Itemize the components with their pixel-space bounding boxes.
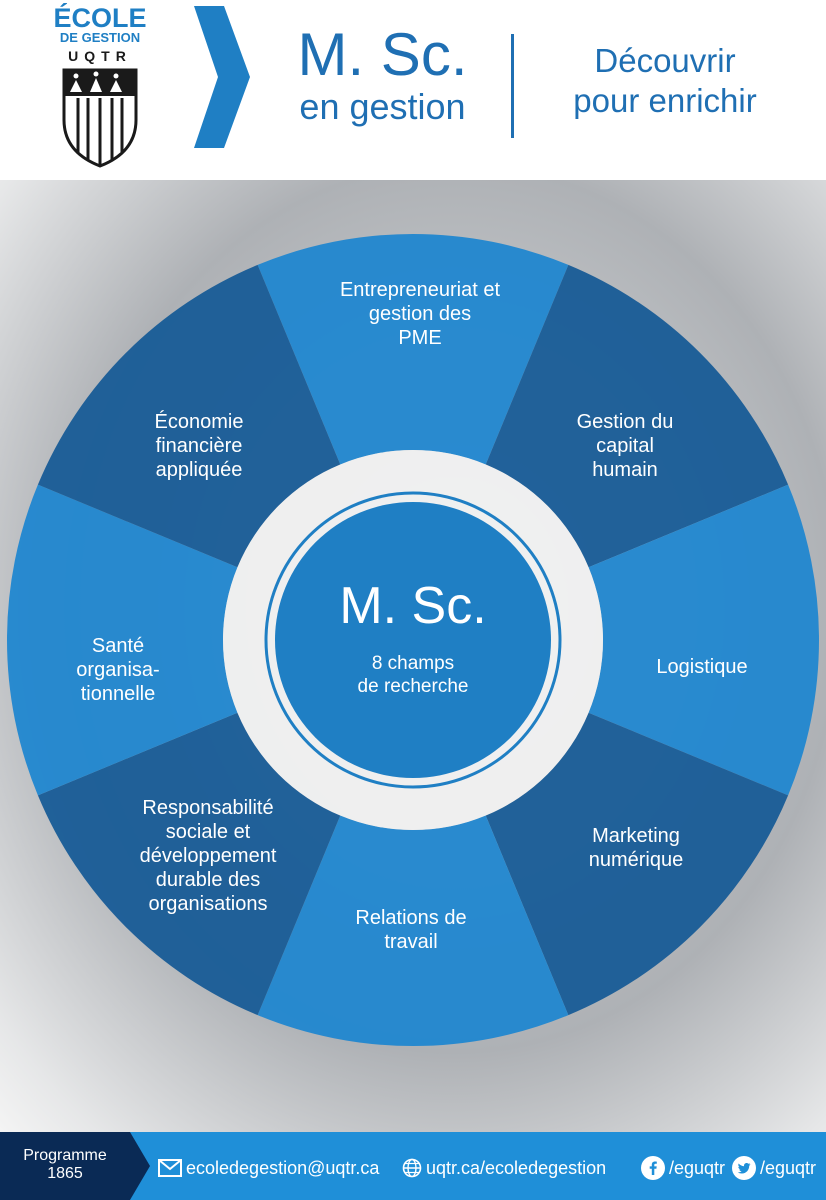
segment-label-line: développement bbox=[139, 845, 277, 867]
segment-label-line: organisations bbox=[148, 893, 268, 915]
website-text: uqtr.ca/ecoledegestion bbox=[426, 1157, 607, 1178]
wheel-segment-left bbox=[6, 484, 238, 796]
wheel-center-sub-line-2: de recherche bbox=[357, 676, 469, 697]
segment-label-right: Logistique bbox=[612, 655, 792, 679]
segment-label-line: appliquée bbox=[155, 459, 243, 481]
wheel-center-outline bbox=[264, 491, 562, 789]
segment-label-line: Entrepreneuriat et bbox=[339, 279, 501, 301]
segment-label-line: Économie bbox=[154, 411, 244, 433]
email-text: ecoledegestion@uqtr.ca bbox=[186, 1157, 380, 1178]
segment-label-line: Gestion du bbox=[576, 411, 674, 433]
logo-line-ecole: ÉCOLE bbox=[53, 3, 147, 33]
page-title: M. Sc. bbox=[297, 21, 468, 88]
segment-label-line: capital bbox=[596, 435, 654, 457]
twitter-bird-icon bbox=[732, 1156, 756, 1180]
program-badge: Programme 1865 bbox=[0, 1132, 130, 1200]
facebook-link[interactable]: /eguqtr bbox=[641, 1156, 725, 1180]
wheel-segment-top-left bbox=[37, 264, 341, 568]
segment-label-line: sociale et bbox=[165, 821, 251, 843]
wheel-segment-bottom-left bbox=[37, 712, 341, 1016]
segment-label-line: humain bbox=[592, 459, 658, 481]
website-link[interactable]: uqtr.ca/ecoledegestion bbox=[402, 1156, 606, 1180]
chevron-right-icon bbox=[194, 6, 250, 148]
facebook-handle: /eguqtr bbox=[669, 1157, 726, 1178]
wheel-segment-right bbox=[588, 484, 819, 796]
segment-label-line: financière bbox=[155, 435, 243, 457]
logo-line-de-gestion: DE GESTION bbox=[59, 30, 141, 45]
wheel-center-disc bbox=[275, 502, 551, 778]
footer-bar: Programme 1865 ecoledegestion@uqtr.ca uq… bbox=[0, 1132, 826, 1200]
envelope-icon bbox=[158, 1159, 182, 1177]
twitter-handle: /eguqtr bbox=[760, 1157, 817, 1178]
slogan-line-2: pour enrichir bbox=[573, 82, 757, 119]
segment-label-line: Santé bbox=[91, 635, 145, 657]
segment-label-line: PME bbox=[398, 327, 442, 349]
segment-label-line: gestion des bbox=[368, 303, 472, 325]
wheel-segment-bottom-right bbox=[485, 712, 789, 1016]
wheel-segment-bottom bbox=[257, 815, 569, 1046]
header-divider bbox=[511, 34, 514, 138]
twitter-link[interactable]: /eguqtr bbox=[732, 1156, 816, 1180]
segment-label-line: Relations de bbox=[355, 907, 467, 929]
wheel-center-subtitle: 8 champs de recherche bbox=[313, 652, 513, 698]
segment-label-line: Responsabilité bbox=[142, 797, 274, 819]
segment-label-line: organisa- bbox=[76, 659, 160, 681]
crest-icon bbox=[62, 68, 138, 168]
segment-label-line: Logistique bbox=[656, 656, 748, 678]
header: ÉCOLE DE GESTION UQTR M bbox=[0, 0, 826, 180]
program-label: Programme bbox=[23, 1147, 107, 1164]
globe-icon bbox=[402, 1158, 422, 1178]
slogan-line-1: Découvrir bbox=[594, 42, 736, 79]
email-link[interactable]: ecoledegestion@uqtr.ca bbox=[158, 1156, 379, 1180]
wheel-segment-top-right bbox=[485, 264, 789, 568]
page-subtitle: en gestion bbox=[299, 86, 466, 127]
wheel-graphic bbox=[6, 234, 819, 1046]
logo-line-uqtr: UQTR bbox=[68, 48, 132, 64]
segment-label-line: durable des bbox=[155, 869, 261, 891]
segment-label-line: Marketing bbox=[592, 825, 680, 847]
school-logo: ÉCOLE DE GESTION UQTR bbox=[50, 2, 150, 172]
wheel-segment-top bbox=[257, 234, 569, 465]
program-number: 1865 bbox=[47, 1165, 83, 1182]
program-badge-arrow bbox=[130, 1132, 150, 1200]
segment-label-line: travail bbox=[384, 931, 438, 953]
facebook-icon bbox=[641, 1156, 665, 1180]
wheel-center-sub-line-1: 8 champs bbox=[371, 653, 455, 674]
segment-label-line: tionnelle bbox=[80, 683, 156, 705]
segment-label-line: numérique bbox=[588, 849, 684, 871]
wheel-center-title: M. Sc. bbox=[339, 577, 487, 635]
